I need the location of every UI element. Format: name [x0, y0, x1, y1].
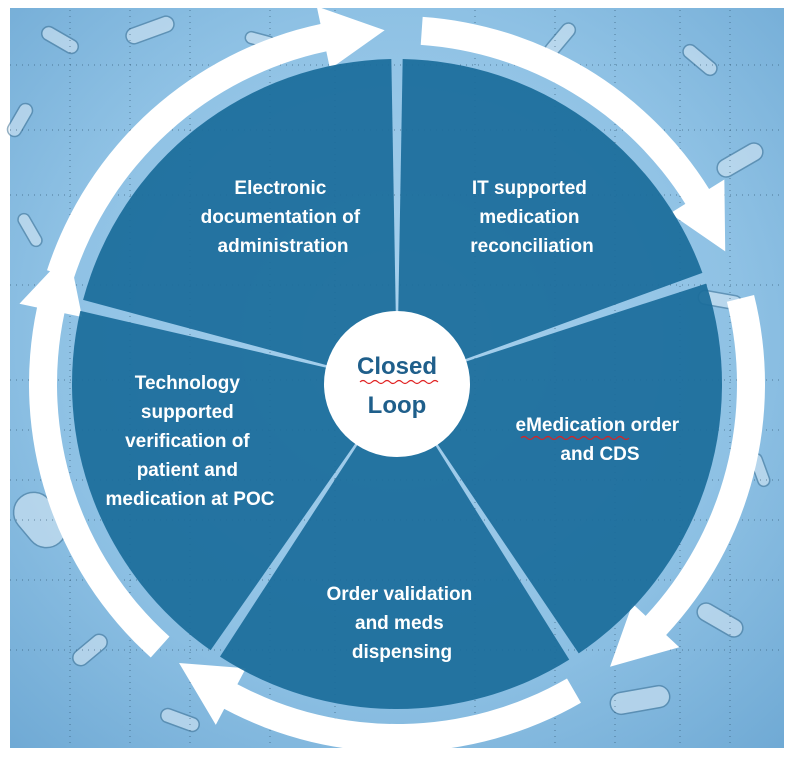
cycle-arrow	[179, 662, 581, 752]
spellcheck-squiggle	[520, 435, 630, 441]
cycle-arrow	[19, 251, 170, 658]
cycle-arrow	[610, 294, 766, 667]
cycle-arrow	[420, 16, 726, 252]
segment-label-emedication: eMedication order and CDS	[516, 415, 685, 465]
segment-line: Technology	[135, 373, 241, 394]
pill-shape	[716, 142, 764, 178]
cycle-arrow	[47, 6, 385, 279]
pill-shape	[160, 707, 200, 733]
center-label-line1: Closed	[357, 353, 437, 380]
segment-line: and CDS	[560, 444, 639, 465]
cycle-segment	[219, 384, 570, 709]
pill-shape	[682, 43, 718, 77]
segment-line: supported	[141, 402, 234, 423]
pill-shape	[72, 633, 108, 667]
pill-shape	[6, 102, 34, 138]
segment-line: Order validation	[327, 584, 473, 605]
cycle-segment	[72, 310, 398, 651]
pill-shape	[40, 25, 80, 55]
spellcheck-squiggle	[359, 379, 439, 385]
center-label-line2: Loop	[368, 392, 427, 419]
segment-line: and meds	[355, 613, 444, 634]
cycle-arrow-ring	[19, 6, 766, 752]
cycle-segment	[397, 283, 722, 654]
segment-label-dispensing: Order validation and meds dispensing	[327, 584, 478, 663]
pill-shape	[609, 684, 671, 716]
segment-label-reconciliation: IT supported medication reconciliation	[470, 178, 594, 257]
segment-line: Electronic	[234, 178, 326, 199]
pill-shape	[696, 602, 744, 638]
segment-line: patient and	[137, 460, 238, 481]
cycle-segment	[83, 59, 398, 384]
segment-line: reconciliation	[470, 236, 594, 257]
segment-label-documentation: Electronic documentation of administrati…	[201, 178, 366, 257]
pill-shape	[125, 15, 175, 45]
segment-line: documentation of	[201, 207, 361, 228]
segment-label-verification: Technology supported verification of pat…	[106, 373, 275, 510]
segment-line: medication	[479, 207, 579, 228]
segment-line: eMedication order	[516, 415, 680, 436]
center-circle	[324, 311, 470, 457]
cycle-segments	[72, 59, 722, 709]
segment-line: medication at POC	[106, 489, 275, 510]
pill-shape	[17, 212, 43, 248]
segment-line: verification of	[125, 431, 250, 452]
cycle-segment	[397, 59, 703, 384]
segment-line: IT supported	[472, 178, 587, 199]
segment-line: dispensing	[352, 642, 452, 663]
segment-line: administration	[218, 236, 349, 257]
pill-decorations	[6, 15, 771, 733]
